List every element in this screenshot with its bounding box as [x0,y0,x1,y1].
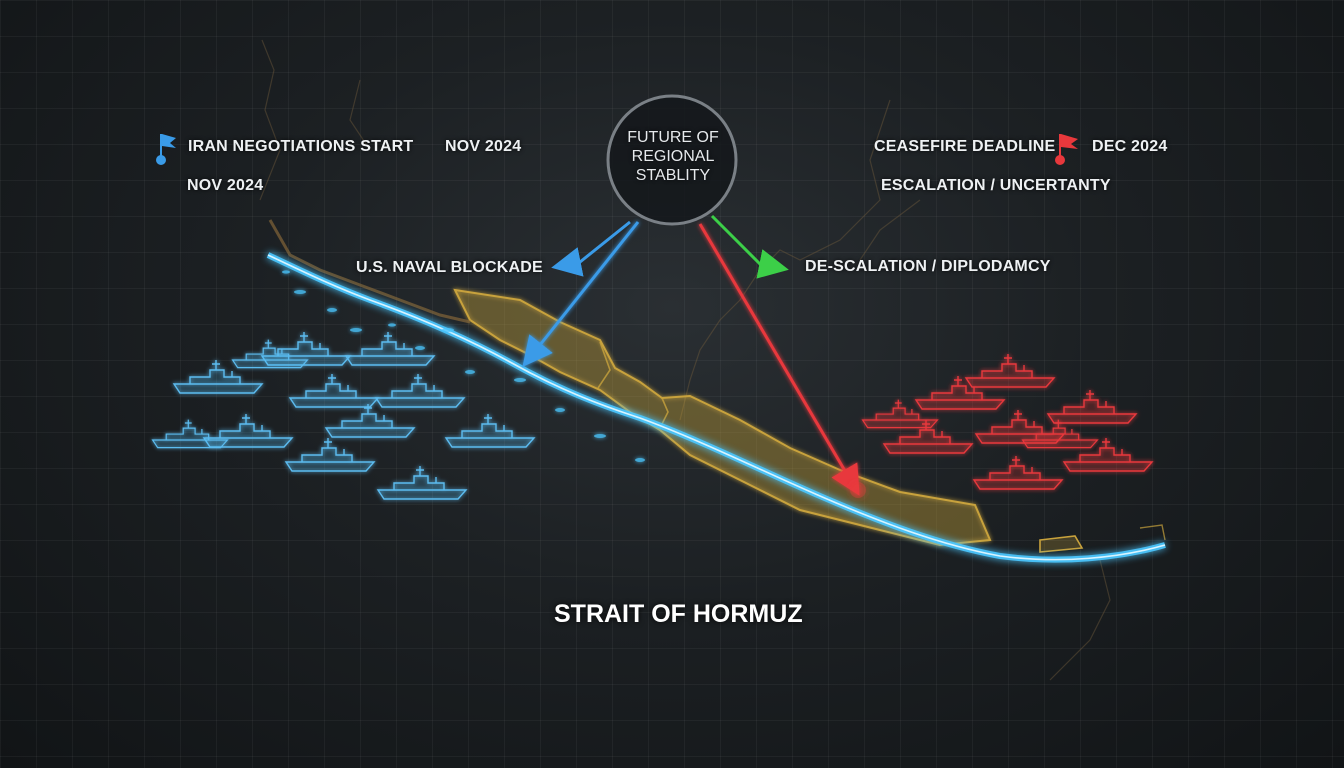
iran-warship-icon [966,354,1054,387]
center-line-2: REGIONAL [608,147,738,166]
map-title: STRAIT OF HORMUZ [554,600,803,629]
deescalation-label: DE-SCALATION / DIPLODAMCY [805,258,1051,276]
center-line-3: STABLITY [608,166,738,185]
left-date-top: NOV 2024 [445,138,521,156]
iran-fleet [863,354,1152,489]
iran-warship-icon [1048,390,1136,423]
center-label: FUTURE OF REGIONAL STABLITY [608,128,738,185]
iran-warship-icon [974,456,1062,489]
blockade-label: U.S. NAVAL BLOCKADE [356,259,543,277]
left-date-bottom: NOV 2024 [187,177,263,195]
left-event-label: IRAN NEGOTIATIONS START [188,138,413,156]
red-flag-icon [1061,134,1078,149]
right-subtitle: ESCALATION / UNCERTANTY [881,177,1111,195]
us-warship-icon [326,404,414,437]
us-warship-icon [153,420,228,448]
right-event-label: CEASEFIRE DEADLINE [874,138,1055,156]
us-warship-icon [286,438,374,471]
us-fleet [153,332,534,499]
us-warship-icon [290,374,378,407]
blue-flag-icon [162,134,176,148]
us-warship-icon [378,466,466,499]
center-line-1: FUTURE OF [608,128,738,147]
right-date: DEC 2024 [1092,138,1167,156]
us-warship-icon [376,374,464,407]
us-warship-icon [446,414,534,447]
